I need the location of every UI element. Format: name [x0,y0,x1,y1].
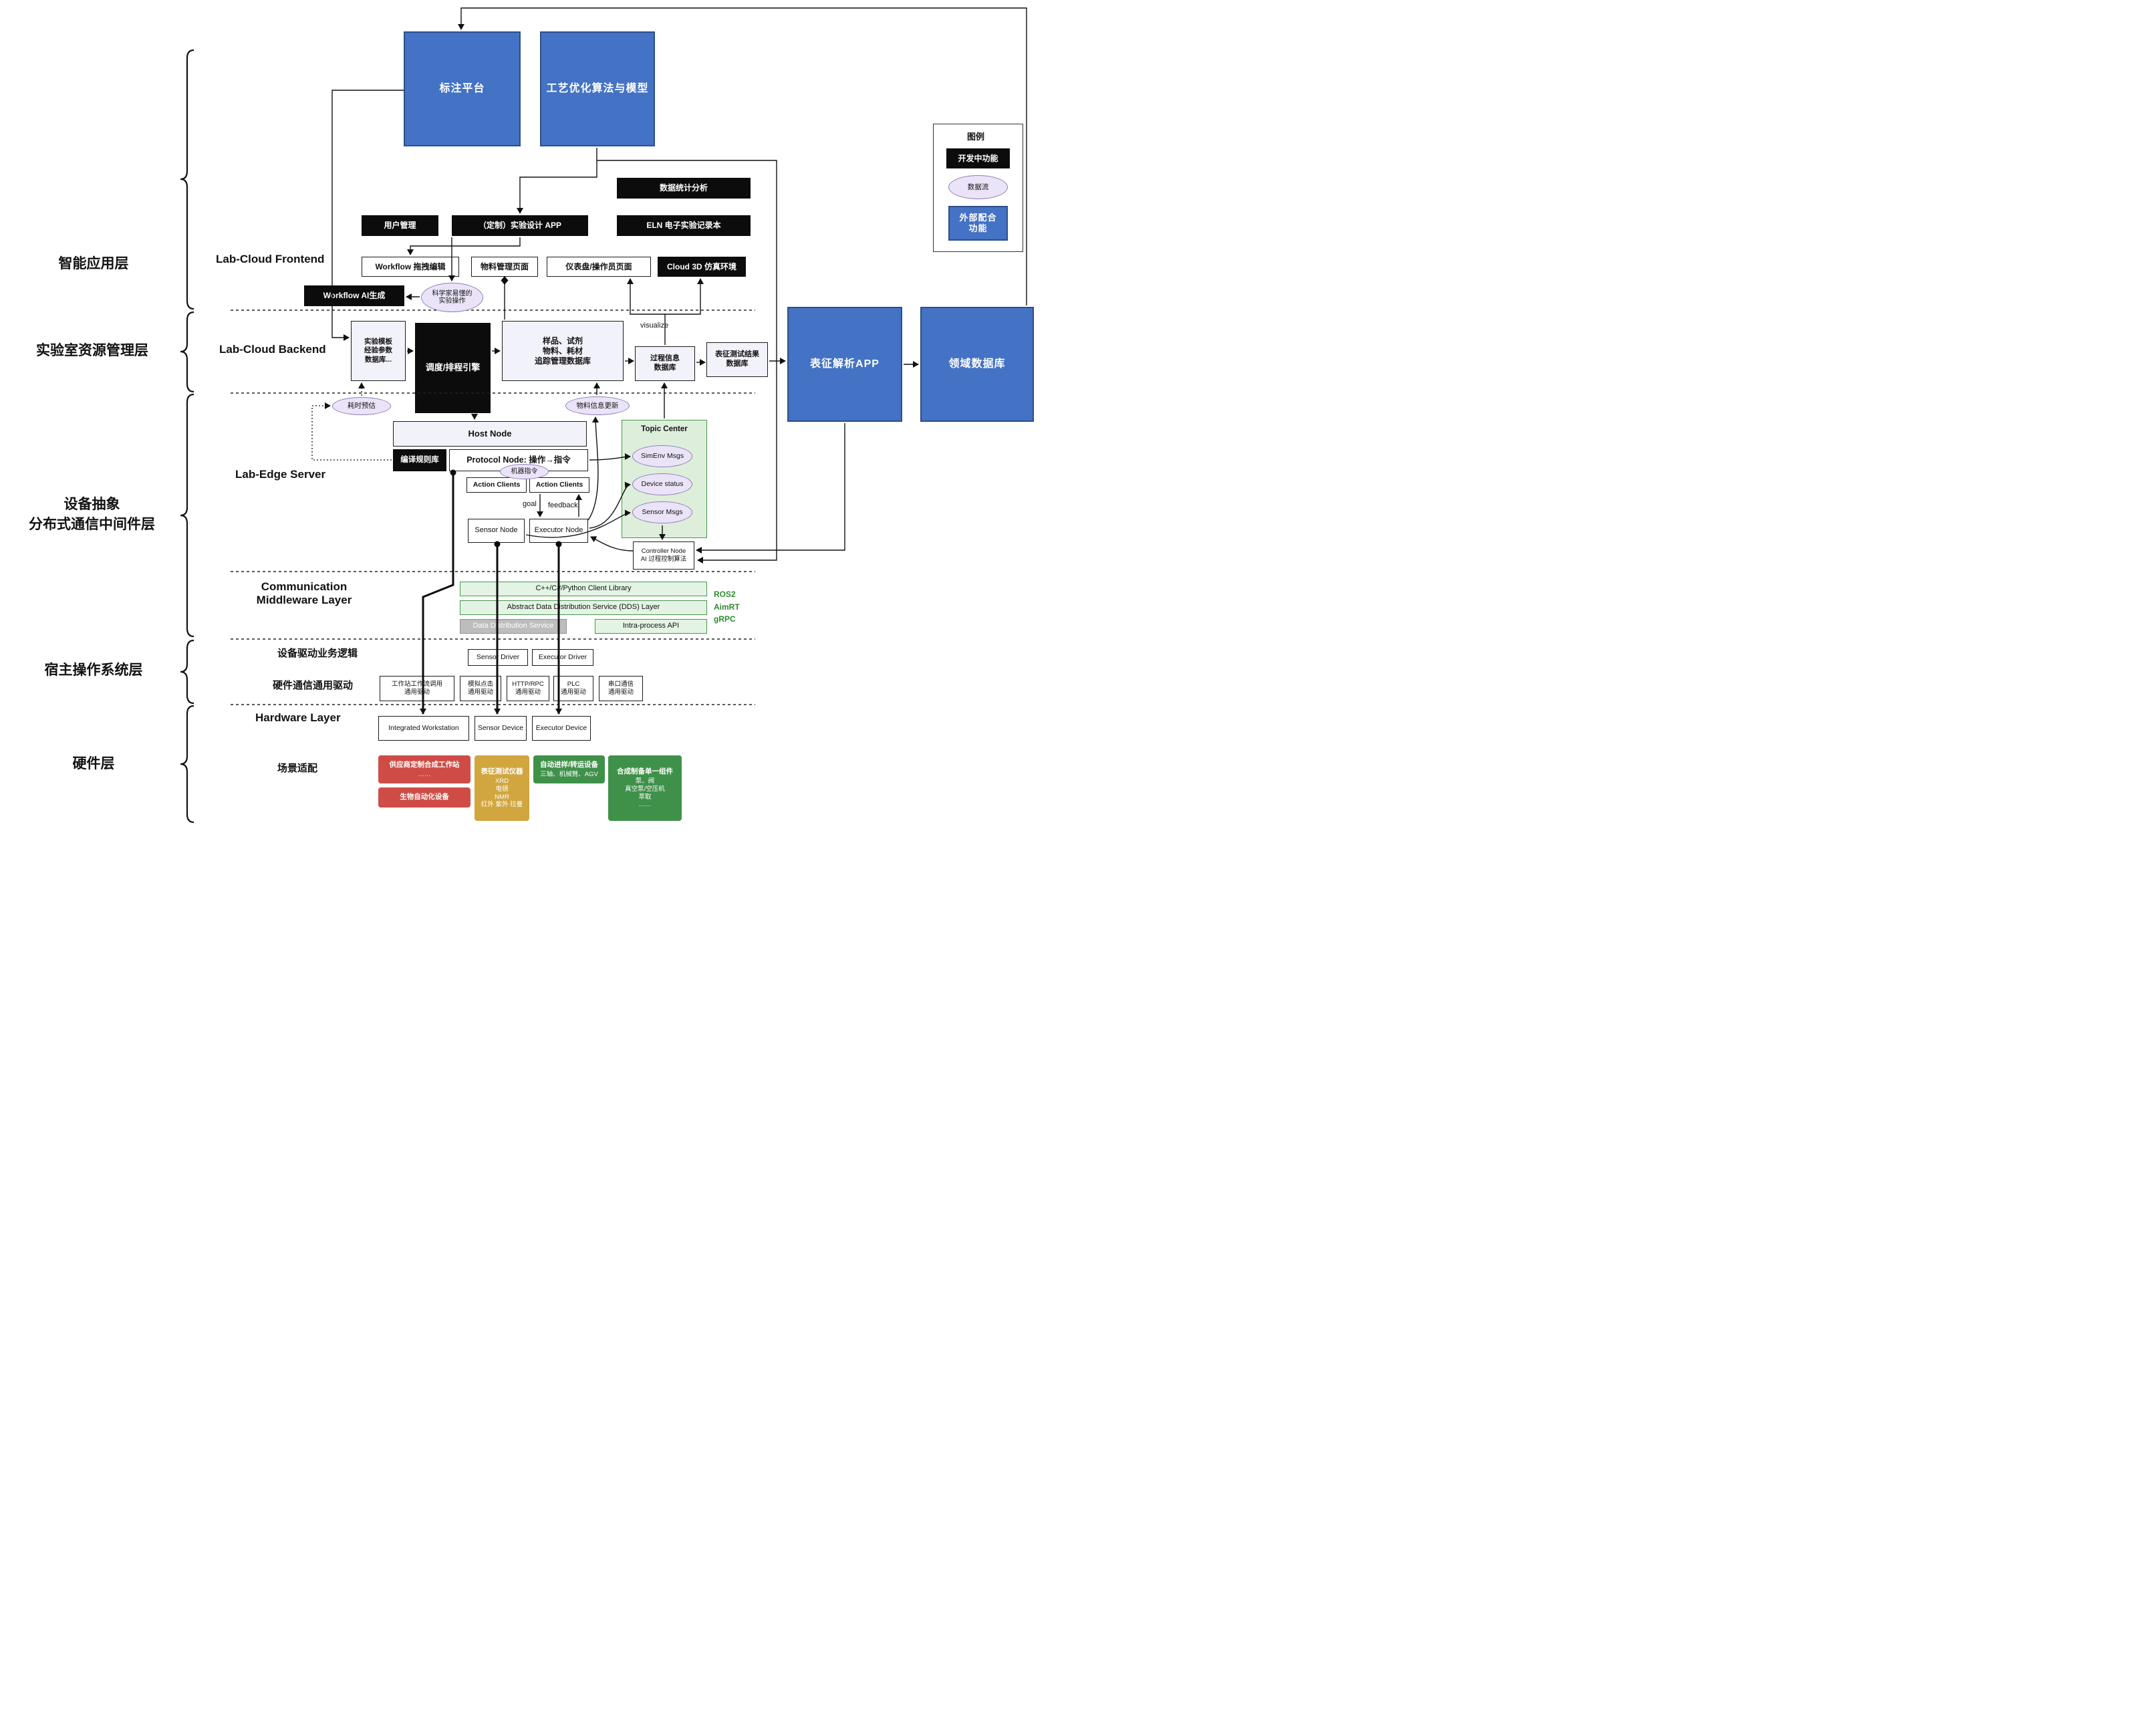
user-mgmt-box: 用户管理 [362,215,438,236]
stats-analysis-box: 数据统计分析 [617,178,751,199]
workflow-ai-box: Workflow AI生成 [304,285,404,306]
material-update-ellipse: 物料信息更新 [565,396,630,415]
feedback-label: feedback [548,501,578,509]
vendor-workstation-body: …… [418,770,431,778]
action-clients-box-1: Action Clients [466,477,527,493]
controller-node-box: Controller Node AI 过程控制算法 [633,541,694,570]
dds-abstract-layer-box: Abstract Data Distribution Service (DDS)… [460,600,707,615]
bio-automation-title: 生物自动化设备 [400,793,449,802]
material-page-box: 物料管理页面 [471,257,538,277]
executor-device-box: Executor Device [532,716,591,741]
click-driver-box: 模拟点击 通用驱动 [460,676,501,701]
architecture-diagram: 智能应用层 实验室资源管理层 设备抽象 分布式通信中间件层 宿主操作系统层 硬件… [0,0,1036,826]
layer-label-device-abstraction: 设备抽象 分布式通信中间件层 [29,497,155,532]
annotation-platform-box: 标注平台 [404,31,521,146]
action-clients-box-2: Action Clients [529,477,589,493]
host-node-box: Host Node [393,421,587,447]
section-label-frontend: Lab-Cloud Frontend [216,253,325,265]
simenv-msgs-ellipse: SimEnv Msgs [632,445,692,467]
sci-friendly-ops-ellipse: 科学家易懂的 实验操作 [421,283,483,312]
workstation-driver-box: 工作站工作流调用 通用驱动 [380,676,454,701]
section-label-driver-logic: 设备驱动业务逻辑 [277,648,358,659]
synthesis-component-box: 合成制备单一组件 泵、阀 真空泵/空压机 萃取 …… [608,755,682,821]
visualize-label: visualize [640,322,669,330]
legend-dataflow-swatch: 数据流 [948,175,1008,199]
process-info-db-box: 过程信息 数据库 [635,346,695,381]
layer-label-resource-mgmt: 实验室资源管理层 [36,343,148,358]
experiment-template-db-box: 实验模板 经验参数 数据库... [351,321,406,381]
section-label-middleware: Communication Middleware Layer [256,580,352,606]
test-result-db-box: 表征测试结果 数据库 [706,342,768,377]
characterization-instrument-body: XRD 电镜 NMR 红外 紫外 拉曼 [481,777,523,809]
synthesis-component-body: 泵、阀 真空泵/空压机 萃取 …… [625,777,665,809]
executor-node-box: Executor Node [529,519,588,543]
serial-driver-box: 串口通信 通用驱动 [599,676,643,701]
sensor-msgs-ellipse: Sensor Msgs [632,501,692,523]
transfer-device-body: 三轴、机械臂、AGV [540,770,598,778]
layer-label-hardware: 硬件层 [72,756,115,771]
dds-service-box: Data Distribution Service [460,619,567,634]
integrated-workstation-box: Integrated Workstation [378,716,469,741]
eln-box: ELN 电子实验记录本 [617,215,751,236]
topic-center-title: Topic Center [641,425,688,433]
section-label-backend: Lab-Cloud Backend [219,343,326,356]
transfer-device-box: 自动进样/转运设备 三轴、机械臂、AGV [533,755,605,783]
legend: 图例 开发中功能 数据流 外部配合 功能 [933,124,1023,252]
scheduler-engine-box: 调度/排程引擎 [415,323,491,413]
section-label-hardware-layer: Hardware Layer [255,711,341,724]
characterization-instrument-box: 表征测试仪器 XRD 电镜 NMR 红外 紫外 拉曼 [475,755,529,821]
layer-label-host-os: 宿主操作系统层 [44,662,143,678]
http-rpc-driver-box: HTTP/RPC 通用驱动 [507,676,549,701]
goal-label: goal [523,500,537,508]
characterization-app-box: 表征解析APP [787,307,902,422]
time-estimate-ellipse: 耗时预估 [332,397,391,415]
characterization-instrument-title: 表征测试仪器 [481,767,523,775]
sample-tracking-db-box: 样品、试剂 物料、耗材 追踪管理数据库 [502,321,624,381]
sensor-device-box: Sensor Device [475,716,527,741]
legend-developing-swatch: 开发中功能 [946,148,1010,168]
intra-process-api-box: Intra-process API [595,619,707,634]
dashboard-page-box: 仪表盘/操作员页面 [547,257,651,277]
legend-title: 图例 [967,132,985,142]
sensor-driver-box: Sensor Driver [468,649,528,666]
cloud3d-box: Cloud 3D 仿真环境 [658,257,746,277]
device-status-ellipse: Device status [632,473,692,495]
bio-automation-box: 生物自动化设备 [378,787,470,808]
layer-label-intelligent-app: 智能应用层 [58,256,129,271]
sensor-node-box: Sensor Node [468,519,525,543]
synthesis-component-title: 合成制备单一组件 [617,767,673,775]
executor-driver-box: Executor Driver [532,649,593,666]
client-library-box: C++/C#/Python Client Library [460,582,707,596]
legend-external-swatch: 外部配合 功能 [948,206,1008,241]
section-label-edge-server: Lab-Edge Server [235,468,326,481]
transfer-device-title: 自动进样/转运设备 [540,760,598,769]
machine-instruction-ellipse: 机器指令 [500,464,549,479]
custom-experiment-app-box: （定制）实验设计 APP [452,215,588,236]
section-label-scene-adapt: 场景适配 [277,763,318,774]
domain-db-box: 领域数据库 [920,307,1034,422]
vendor-workstation-box: 供应商定制合成工作站 …… [378,755,470,783]
process-optimization-box: 工艺优化算法与模型 [540,31,655,146]
workflow-edit-box: Workflow 拖拽编辑 [362,257,459,277]
vendor-workstation-title: 供应商定制合成工作站 [389,760,460,769]
middleware-stack-label: ROS2 AimRT gRPC [714,590,740,624]
compile-rule-lib-box: 编译规则库 [393,449,446,471]
layer-braces [180,49,194,824]
dotted-arrows [311,382,392,461]
plc-driver-box: PLC 通用驱动 [553,676,593,701]
section-label-hw-driver: 硬件通信通用驱动 [273,680,354,691]
